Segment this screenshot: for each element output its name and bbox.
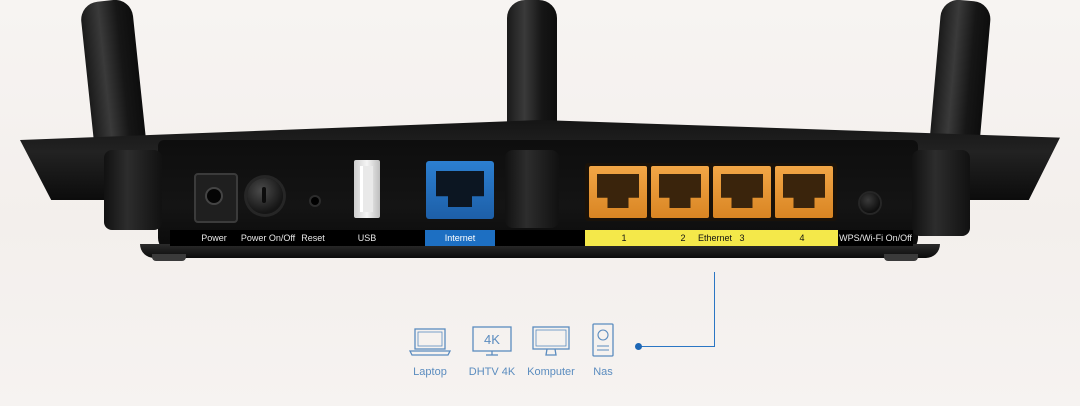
port-label-gap xyxy=(495,230,585,246)
right-antenna-mount xyxy=(912,150,970,236)
ethernet-label-bar xyxy=(585,230,838,246)
wps-wifi-button[interactable] xyxy=(860,193,880,213)
connection-line-horizontal xyxy=(639,346,715,347)
lan-port-2[interactable] xyxy=(651,166,709,218)
device-computer: Komputer xyxy=(524,320,578,378)
internet-port[interactable] xyxy=(426,161,494,219)
device-tv: 4K DHTV 4K xyxy=(466,320,518,378)
usb-port[interactable] xyxy=(354,160,380,218)
router-foot xyxy=(152,254,186,261)
rj45-socket xyxy=(597,174,639,208)
device-laptop: Laptop xyxy=(405,320,455,378)
laptop-icon xyxy=(408,320,452,358)
usb-label: USB xyxy=(354,230,380,246)
ethernet-ports xyxy=(585,163,837,221)
tv-4k-badge: 4K xyxy=(484,332,500,347)
left-antenna-mount xyxy=(104,150,162,230)
lan-1-label: 1 xyxy=(621,233,627,243)
router-bottom-rim xyxy=(140,244,940,258)
connection-line-vertical xyxy=(714,272,715,347)
router-foot xyxy=(884,254,918,261)
reset-button[interactable] xyxy=(311,197,319,205)
rj45-socket xyxy=(659,174,701,208)
lan-3-label: 3 xyxy=(739,233,745,243)
lan-4-label: 4 xyxy=(799,233,805,243)
device-label: Komputer xyxy=(527,366,575,378)
rj45-socket xyxy=(783,174,825,208)
lan-port-1[interactable] xyxy=(589,166,647,218)
nas-icon xyxy=(590,320,616,358)
internet-label: Internet xyxy=(425,230,495,246)
wps-label: WPS/Wi-Fi On/Off xyxy=(838,230,913,246)
power-label: Power xyxy=(196,230,232,246)
lan-2-label: 2 xyxy=(680,233,686,243)
monitor-icon xyxy=(530,320,572,358)
ethernet-label: Ethernet xyxy=(697,233,733,243)
power-on-off-button[interactable] xyxy=(247,178,283,214)
reset-label: Reset xyxy=(300,230,326,246)
connection-dot xyxy=(635,343,642,350)
device-nas: Nas xyxy=(586,320,620,378)
tv-4k-icon: 4K xyxy=(470,320,514,358)
power-on-off-label: Power On/Off xyxy=(240,230,296,246)
rj45-socket xyxy=(721,174,763,208)
device-label: Laptop xyxy=(413,366,447,378)
power-jack[interactable] xyxy=(194,173,238,223)
center-antenna-mount xyxy=(505,150,559,228)
rj45-socket xyxy=(436,171,484,207)
lan-port-4[interactable] xyxy=(775,166,833,218)
device-label: Nas xyxy=(593,366,613,378)
device-label: DHTV 4K xyxy=(468,366,516,378)
lan-port-3[interactable] xyxy=(713,166,771,218)
